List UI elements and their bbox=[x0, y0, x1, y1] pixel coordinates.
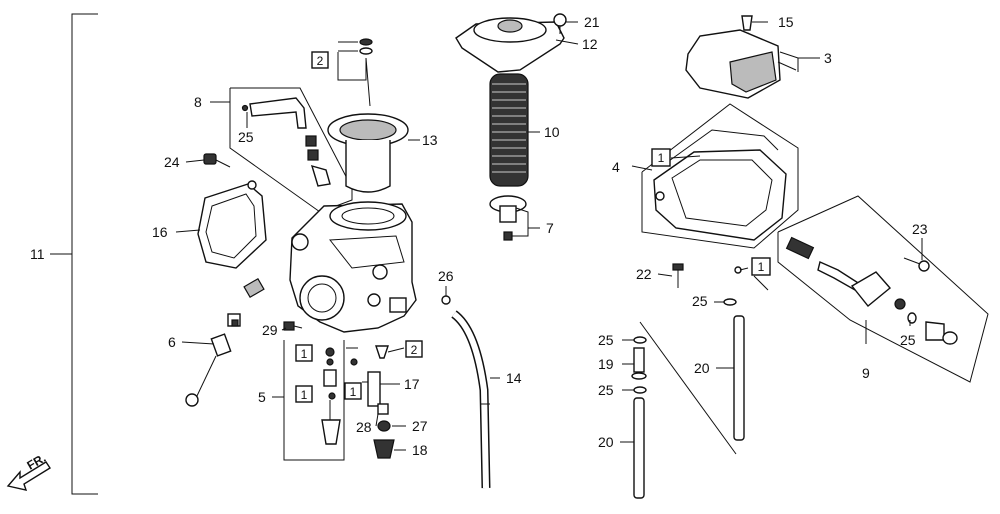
part-14-tube bbox=[451, 310, 491, 489]
callout-29: 29 bbox=[262, 322, 278, 338]
callout-12: 12 bbox=[582, 36, 598, 52]
part-6-screw-set bbox=[185, 277, 265, 407]
boxed-ref-1-right-a: 1 bbox=[651, 148, 671, 167]
part-19-fitting bbox=[631, 347, 647, 380]
callout-15: 15 bbox=[778, 14, 794, 30]
callout-5: 5 bbox=[258, 389, 266, 405]
part-13-vacuum-piston bbox=[327, 113, 409, 193]
svg-text:1: 1 bbox=[350, 385, 357, 399]
callout-3: 3 bbox=[824, 50, 832, 66]
callout-25-mid: 25 bbox=[692, 293, 708, 309]
callout-6: 6 bbox=[168, 334, 176, 350]
callout-20-lower: 20 bbox=[598, 434, 614, 450]
callout-25-right: 25 bbox=[900, 332, 916, 348]
group-outline-9 bbox=[777, 195, 989, 383]
callout-8: 8 bbox=[194, 94, 202, 110]
part-24-screw bbox=[203, 153, 231, 168]
svg-text:1: 1 bbox=[758, 260, 765, 274]
callout-20-upper: 20 bbox=[694, 360, 710, 376]
boxed-ref-1-right-b: 1 bbox=[751, 257, 771, 276]
callout-13: 13 bbox=[422, 132, 438, 148]
group-bracket-11 bbox=[50, 13, 98, 495]
part-28-washer bbox=[377, 403, 389, 415]
part-17-jet bbox=[367, 371, 394, 407]
part-20-tube-lower bbox=[633, 397, 645, 499]
svg-text:1: 1 bbox=[658, 151, 665, 165]
part-2-jet-needle-set bbox=[337, 38, 373, 107]
group-outline-8 bbox=[229, 87, 353, 213]
part-27-plug bbox=[377, 420, 391, 432]
part-4-float-chamber bbox=[653, 129, 787, 241]
part-16-cover bbox=[197, 180, 267, 269]
part-23-screw bbox=[903, 257, 930, 272]
part-25-orings-right bbox=[633, 298, 737, 394]
part-12-top-cap bbox=[455, 17, 565, 73]
callout-22: 22 bbox=[636, 266, 652, 282]
callout-4: 4 bbox=[612, 159, 620, 175]
callout-9: 9 bbox=[862, 365, 870, 381]
front-direction-arrow-icon bbox=[6, 461, 51, 491]
callout-25-lower-b: 25 bbox=[598, 382, 614, 398]
callout-16: 16 bbox=[152, 224, 168, 240]
carburetor-body bbox=[289, 201, 417, 333]
part-22-screw bbox=[672, 263, 684, 288]
callout-19: 19 bbox=[598, 356, 614, 372]
callout-numbers: 2 3 4 5 6 7 8 9 10 11 12 13 14 15 16 17 … bbox=[30, 14, 928, 458]
boxed-ref-1-left-a: 1 bbox=[295, 344, 313, 362]
callout-21: 21 bbox=[584, 14, 600, 30]
part-9-pilot-screw-assembly bbox=[785, 236, 958, 345]
group-outline-4 bbox=[641, 103, 799, 249]
callout-24: 24 bbox=[164, 154, 180, 170]
callout-11: 11 bbox=[30, 246, 45, 262]
part-8-jet-assembly bbox=[241, 97, 331, 187]
part-21-screw bbox=[553, 13, 567, 34]
callout-18: 18 bbox=[412, 442, 428, 458]
group-bracket-5 bbox=[272, 340, 345, 461]
callout-17: 17 bbox=[404, 376, 420, 392]
callout-7: 7 bbox=[546, 220, 554, 236]
svg-text:2: 2 bbox=[317, 54, 324, 68]
leader-lines bbox=[175, 21, 923, 451]
part-20-tube-right bbox=[733, 315, 745, 441]
callout-28: 28 bbox=[356, 419, 372, 435]
callout-14: 14 bbox=[506, 370, 522, 386]
part-2-mid-jet bbox=[350, 345, 389, 366]
part-float-screw bbox=[734, 266, 769, 291]
callout-23: 23 bbox=[912, 221, 928, 237]
callout-25-left: 25 bbox=[238, 129, 254, 145]
part-18-drain-plug bbox=[373, 439, 395, 459]
part-10-spring bbox=[489, 73, 529, 187]
boxed-ref-1-left-b: 1 bbox=[295, 385, 313, 403]
part-29-screw bbox=[283, 321, 303, 331]
svg-text:2: 2 bbox=[411, 343, 418, 357]
part-7-needle-holder bbox=[489, 195, 527, 241]
boxed-ref-1-mid: 1 bbox=[344, 382, 362, 400]
part-5-jet-parts bbox=[321, 347, 341, 445]
callout-27: 27 bbox=[412, 418, 428, 434]
callout-10: 10 bbox=[544, 124, 560, 140]
boxed-ref-2-top: 2 bbox=[311, 51, 329, 69]
svg-text:1: 1 bbox=[301, 347, 308, 361]
callout-26: 26 bbox=[438, 268, 454, 284]
callout-25-lower-a: 25 bbox=[598, 332, 614, 348]
boxed-ref-2-mid: 2 bbox=[405, 340, 423, 358]
svg-text:1: 1 bbox=[301, 388, 308, 402]
part-3-float bbox=[685, 29, 797, 99]
part-26-clip bbox=[441, 295, 451, 305]
leader-line-tube bbox=[639, 321, 737, 455]
